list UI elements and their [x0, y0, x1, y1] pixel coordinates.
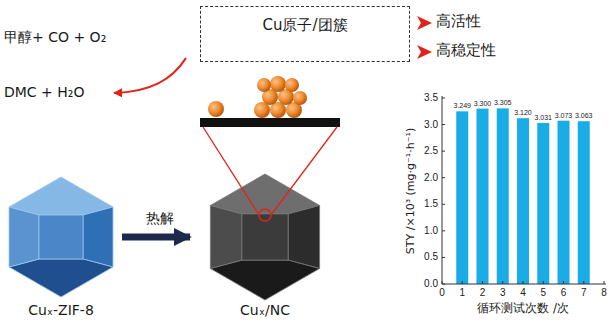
- y-tick-label: 0.0: [424, 278, 438, 290]
- y-tick-label: 2.0: [424, 172, 438, 184]
- bar-value: 3.305: [494, 99, 512, 107]
- x-tick-label: 7: [581, 287, 587, 299]
- material-label: Cuₓ-ZIF-8: [28, 302, 94, 318]
- bar-value: 3.249: [453, 102, 471, 110]
- polyhedron-face: [210, 174, 319, 214]
- x-tick-label: 1: [459, 287, 465, 299]
- zoom-line: [203, 127, 259, 215]
- data-bar: [537, 123, 549, 284]
- support-bar: [200, 118, 340, 127]
- tick-mark: [442, 98, 445, 99]
- polyhedron-face: [210, 260, 319, 300]
- tick-mark: [583, 281, 584, 284]
- polyhedron-face: [210, 206, 241, 269]
- polyhedron-face: [83, 207, 113, 267]
- tick-mark: [442, 230, 445, 231]
- reaction-arrow: [114, 58, 186, 93]
- bar-value: 3.300: [474, 100, 492, 108]
- tick-mark: [502, 281, 503, 284]
- x-tick-label: 2: [480, 287, 486, 299]
- material-node: Cuₓ-ZIF-8: [2, 165, 120, 320]
- cu-cluster: [254, 76, 307, 118]
- process-arrow: [122, 234, 190, 241]
- data-bar: [578, 121, 590, 284]
- node-illustration: [2, 165, 120, 320]
- bullet-chevron: [417, 45, 432, 59]
- polyhedron-face: [39, 215, 83, 259]
- bar-value: 3.063: [575, 112, 593, 120]
- tick-mark: [442, 204, 445, 205]
- y-tick-label: 3.0: [424, 119, 438, 131]
- cu-atom: [208, 101, 224, 117]
- x-tick-label: 5: [540, 287, 546, 299]
- box-title: Cu原子/团簇: [262, 16, 347, 35]
- y-tick-label: 1.0: [424, 225, 438, 237]
- tick-mark: [543, 281, 544, 284]
- tick-mark: [462, 281, 463, 284]
- tick-mark: [442, 177, 445, 178]
- x-tick-label: 4: [520, 287, 526, 299]
- data-bar: [517, 118, 529, 284]
- bar-value: 3.031: [534, 114, 552, 122]
- dashed-box: Cu原子/团簇: [200, 6, 410, 62]
- bar-chart: [442, 96, 606, 284]
- bullet-chevron: [417, 16, 432, 30]
- polyhedron-face: [9, 177, 113, 215]
- bar-value: 3.120: [514, 109, 532, 117]
- tick-mark: [482, 281, 483, 284]
- tick-mark: [563, 281, 564, 284]
- polyhedron-face: [9, 259, 113, 297]
- feature-text: 高稳定性: [436, 42, 496, 59]
- data-bar: [477, 109, 489, 284]
- y-tick-label: 3.5: [424, 92, 438, 104]
- x-tick-label: 6: [561, 287, 567, 299]
- y-tick-label: 0.5: [424, 252, 438, 264]
- tick-mark: [604, 281, 605, 284]
- zoom-circle: [259, 209, 271, 221]
- bar-value: 3.073: [555, 112, 573, 120]
- tick-mark: [442, 257, 445, 258]
- data-bar: [497, 108, 509, 284]
- x-tick-label: 0: [439, 287, 445, 299]
- material-label: Cuₓ/NC: [240, 302, 290, 318]
- x-axis-title: 循环测试次数 /次: [477, 302, 569, 316]
- y-axis-title: STY /×10³ (mg·g⁻¹·h⁻¹): [405, 128, 418, 254]
- node-illustration: [200, 165, 330, 320]
- tick-mark: [442, 151, 445, 152]
- carbon-polyhedron: [210, 174, 319, 300]
- material-node: Cuₓ/NC: [200, 165, 330, 320]
- feature-text: 高活性: [436, 13, 481, 30]
- product-text: DMC + H₂O: [4, 84, 84, 100]
- data-bar: [456, 111, 468, 284]
- tick-mark: [523, 281, 524, 284]
- x-tick-label: 8: [601, 287, 607, 299]
- polyhedron-face: [9, 207, 39, 267]
- zif8-polyhedron: [9, 177, 113, 297]
- y-tick-label: 1.5: [424, 199, 438, 211]
- y-tick-label: 2.5: [424, 145, 438, 157]
- data-bar: [558, 121, 570, 284]
- x-tick-label: 3: [500, 287, 506, 299]
- edge-label: 热解: [144, 210, 176, 228]
- x-axis: [442, 284, 606, 285]
- zoom-line: [271, 127, 337, 215]
- tick-mark: [442, 281, 443, 284]
- tick-mark: [442, 124, 445, 125]
- polyhedron-face: [288, 206, 320, 269]
- reactant-text: 甲醇+ CO + O₂: [4, 29, 106, 45]
